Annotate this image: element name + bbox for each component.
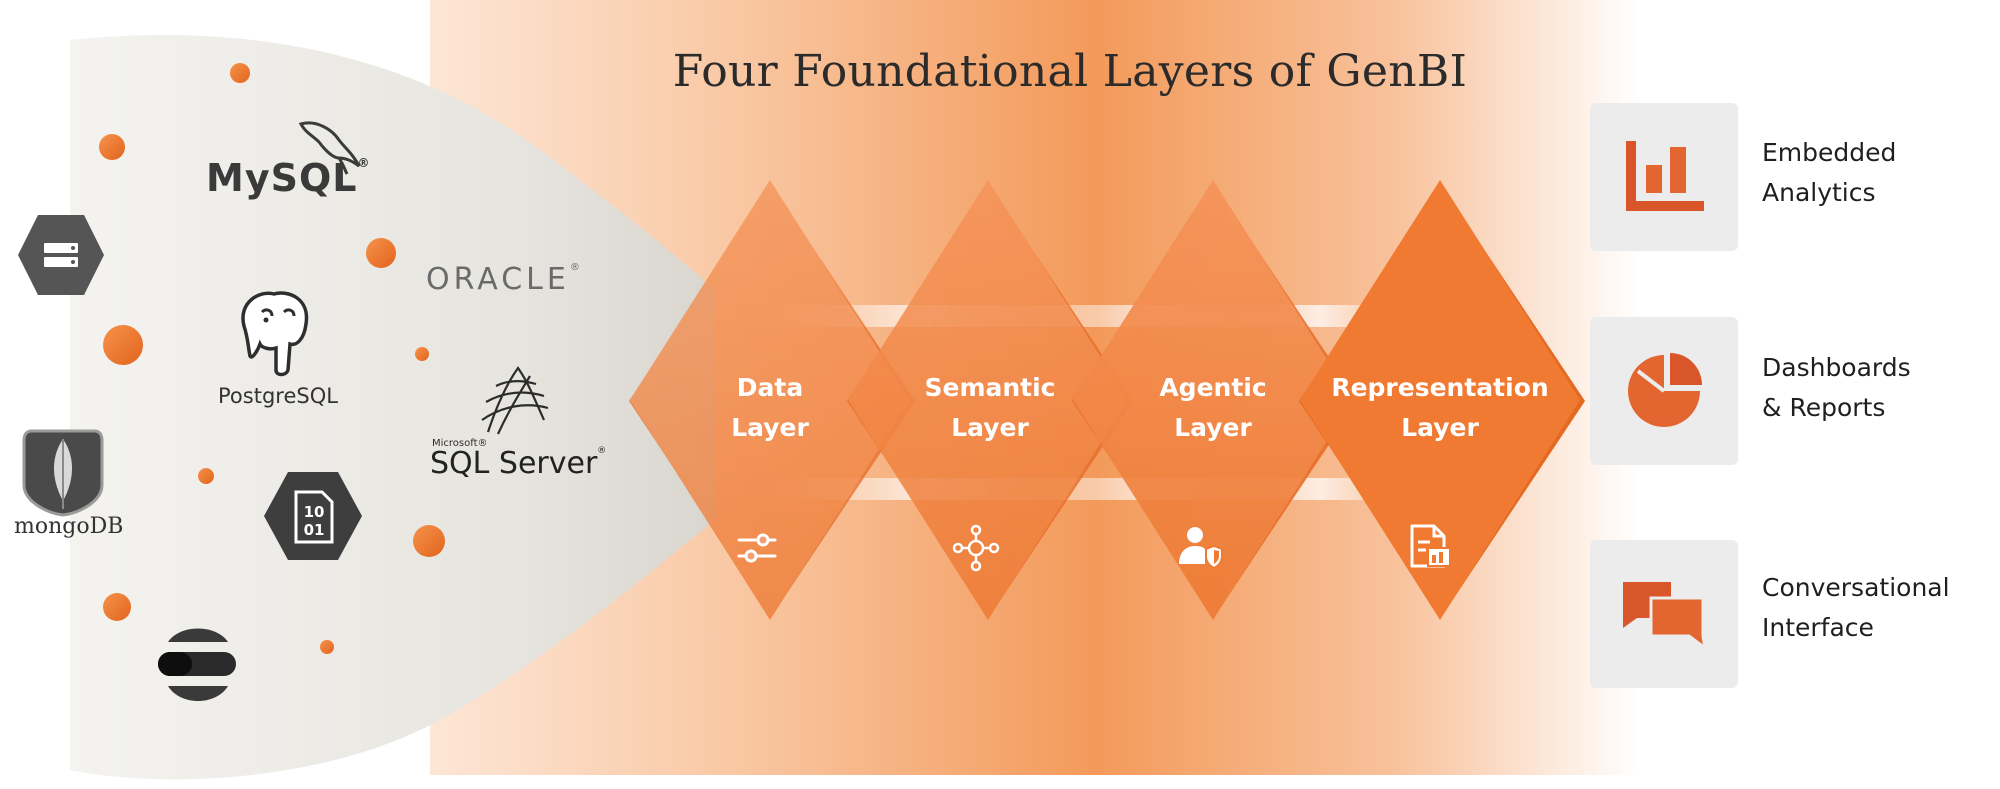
output-title: Conversational — [1762, 573, 1950, 602]
binary-file-icon: 10 01 — [264, 472, 362, 560]
sql-server-registered-mark: ® — [597, 446, 607, 456]
mysql-logo-text: MySQL® — [206, 156, 370, 200]
postgresql-elephant-icon — [241, 291, 309, 377]
layer-label-semantic: Semantic Layer — [880, 368, 1100, 448]
oracle-logo-text: ORACLE® — [426, 262, 580, 297]
mysql-registered-mark: ® — [357, 156, 371, 170]
decor-dot — [366, 238, 396, 268]
decor-dot — [198, 468, 214, 484]
output-card-dashboards-reports — [1590, 317, 1738, 465]
sliders-icon — [737, 533, 777, 563]
layer-title: Data — [736, 373, 804, 402]
output-subtitle: & Reports — [1762, 393, 1886, 422]
layer-subtitle: Layer — [951, 413, 1029, 442]
network-nodes-icon — [952, 524, 1000, 572]
postgresql-label: PostgreSQL — [218, 384, 338, 408]
bar-chart-icon — [1626, 141, 1704, 211]
mysql-label: MySQL — [206, 156, 358, 200]
layer-subtitle: Layer — [731, 413, 809, 442]
layer-diamond-data — [629, 180, 915, 620]
layer-title: Agentic — [1159, 373, 1267, 402]
oracle-registered-mark: ® — [569, 262, 580, 273]
layer-diamond-representation — [1299, 180, 1585, 620]
document-report-icon — [1410, 524, 1451, 568]
chat-bubbles-icon — [1623, 582, 1707, 650]
sql-server-brand: Microsoft® — [432, 438, 488, 449]
sql-server-icon — [481, 366, 549, 435]
output-label-conversational-interface: Conversational Interface — [1762, 568, 1992, 648]
decor-dot — [103, 325, 143, 365]
elasticsearch-icon — [158, 628, 236, 701]
mysql-dolphin-icon — [298, 121, 361, 175]
output-title: Embedded — [1762, 138, 1897, 167]
layer-title: Representation — [1331, 373, 1549, 402]
output-title: Dashboards — [1762, 353, 1911, 382]
layer-subtitle: Layer — [1174, 413, 1252, 442]
layer-label-representation: Representation Layer — [1320, 368, 1560, 448]
source-funnel — [70, 34, 715, 780]
layer-label-agentic: Agentic Layer — [1103, 368, 1323, 448]
layer-subtitle: Layer — [1401, 413, 1479, 442]
decor-dot — [415, 347, 429, 361]
layer-diamond-agentic — [1072, 180, 1358, 620]
layer-label-data: Data Layer — [670, 368, 870, 448]
decor-dot — [230, 63, 250, 83]
mongodb-leaf-icon — [22, 429, 104, 517]
output-subtitle: Interface — [1762, 613, 1874, 642]
pie-chart-icon — [1628, 353, 1702, 427]
page-title: Four Foundational Layers of GenBI — [672, 46, 1468, 97]
decor-dot — [103, 593, 131, 621]
sql-server-logo-text: SQL Server® — [430, 446, 606, 481]
sql-server-label: SQL Server — [430, 446, 598, 481]
mongodb-label: mongoDB — [14, 514, 124, 539]
binary-file-top-digits: 10 — [304, 503, 325, 521]
output-card-embedded-analytics — [1590, 103, 1738, 251]
decor-dot — [99, 134, 125, 160]
decor-dot — [413, 525, 445, 557]
decor-dot — [320, 640, 334, 654]
layer-diamond-semantic — [847, 180, 1133, 620]
output-card-conversational-interface — [1590, 540, 1738, 688]
layer-title: Semantic — [924, 373, 1056, 402]
binary-file-bottom-digits: 01 — [304, 521, 325, 539]
user-shield-icon — [1179, 527, 1223, 570]
output-subtitle: Analytics — [1762, 178, 1876, 207]
cloud-database-icon — [18, 215, 104, 295]
oracle-label: ORACLE — [426, 262, 570, 297]
output-label-embedded-analytics: Embedded Analytics — [1762, 133, 1992, 213]
output-label-dashboards-reports: Dashboards & Reports — [1762, 348, 1992, 428]
